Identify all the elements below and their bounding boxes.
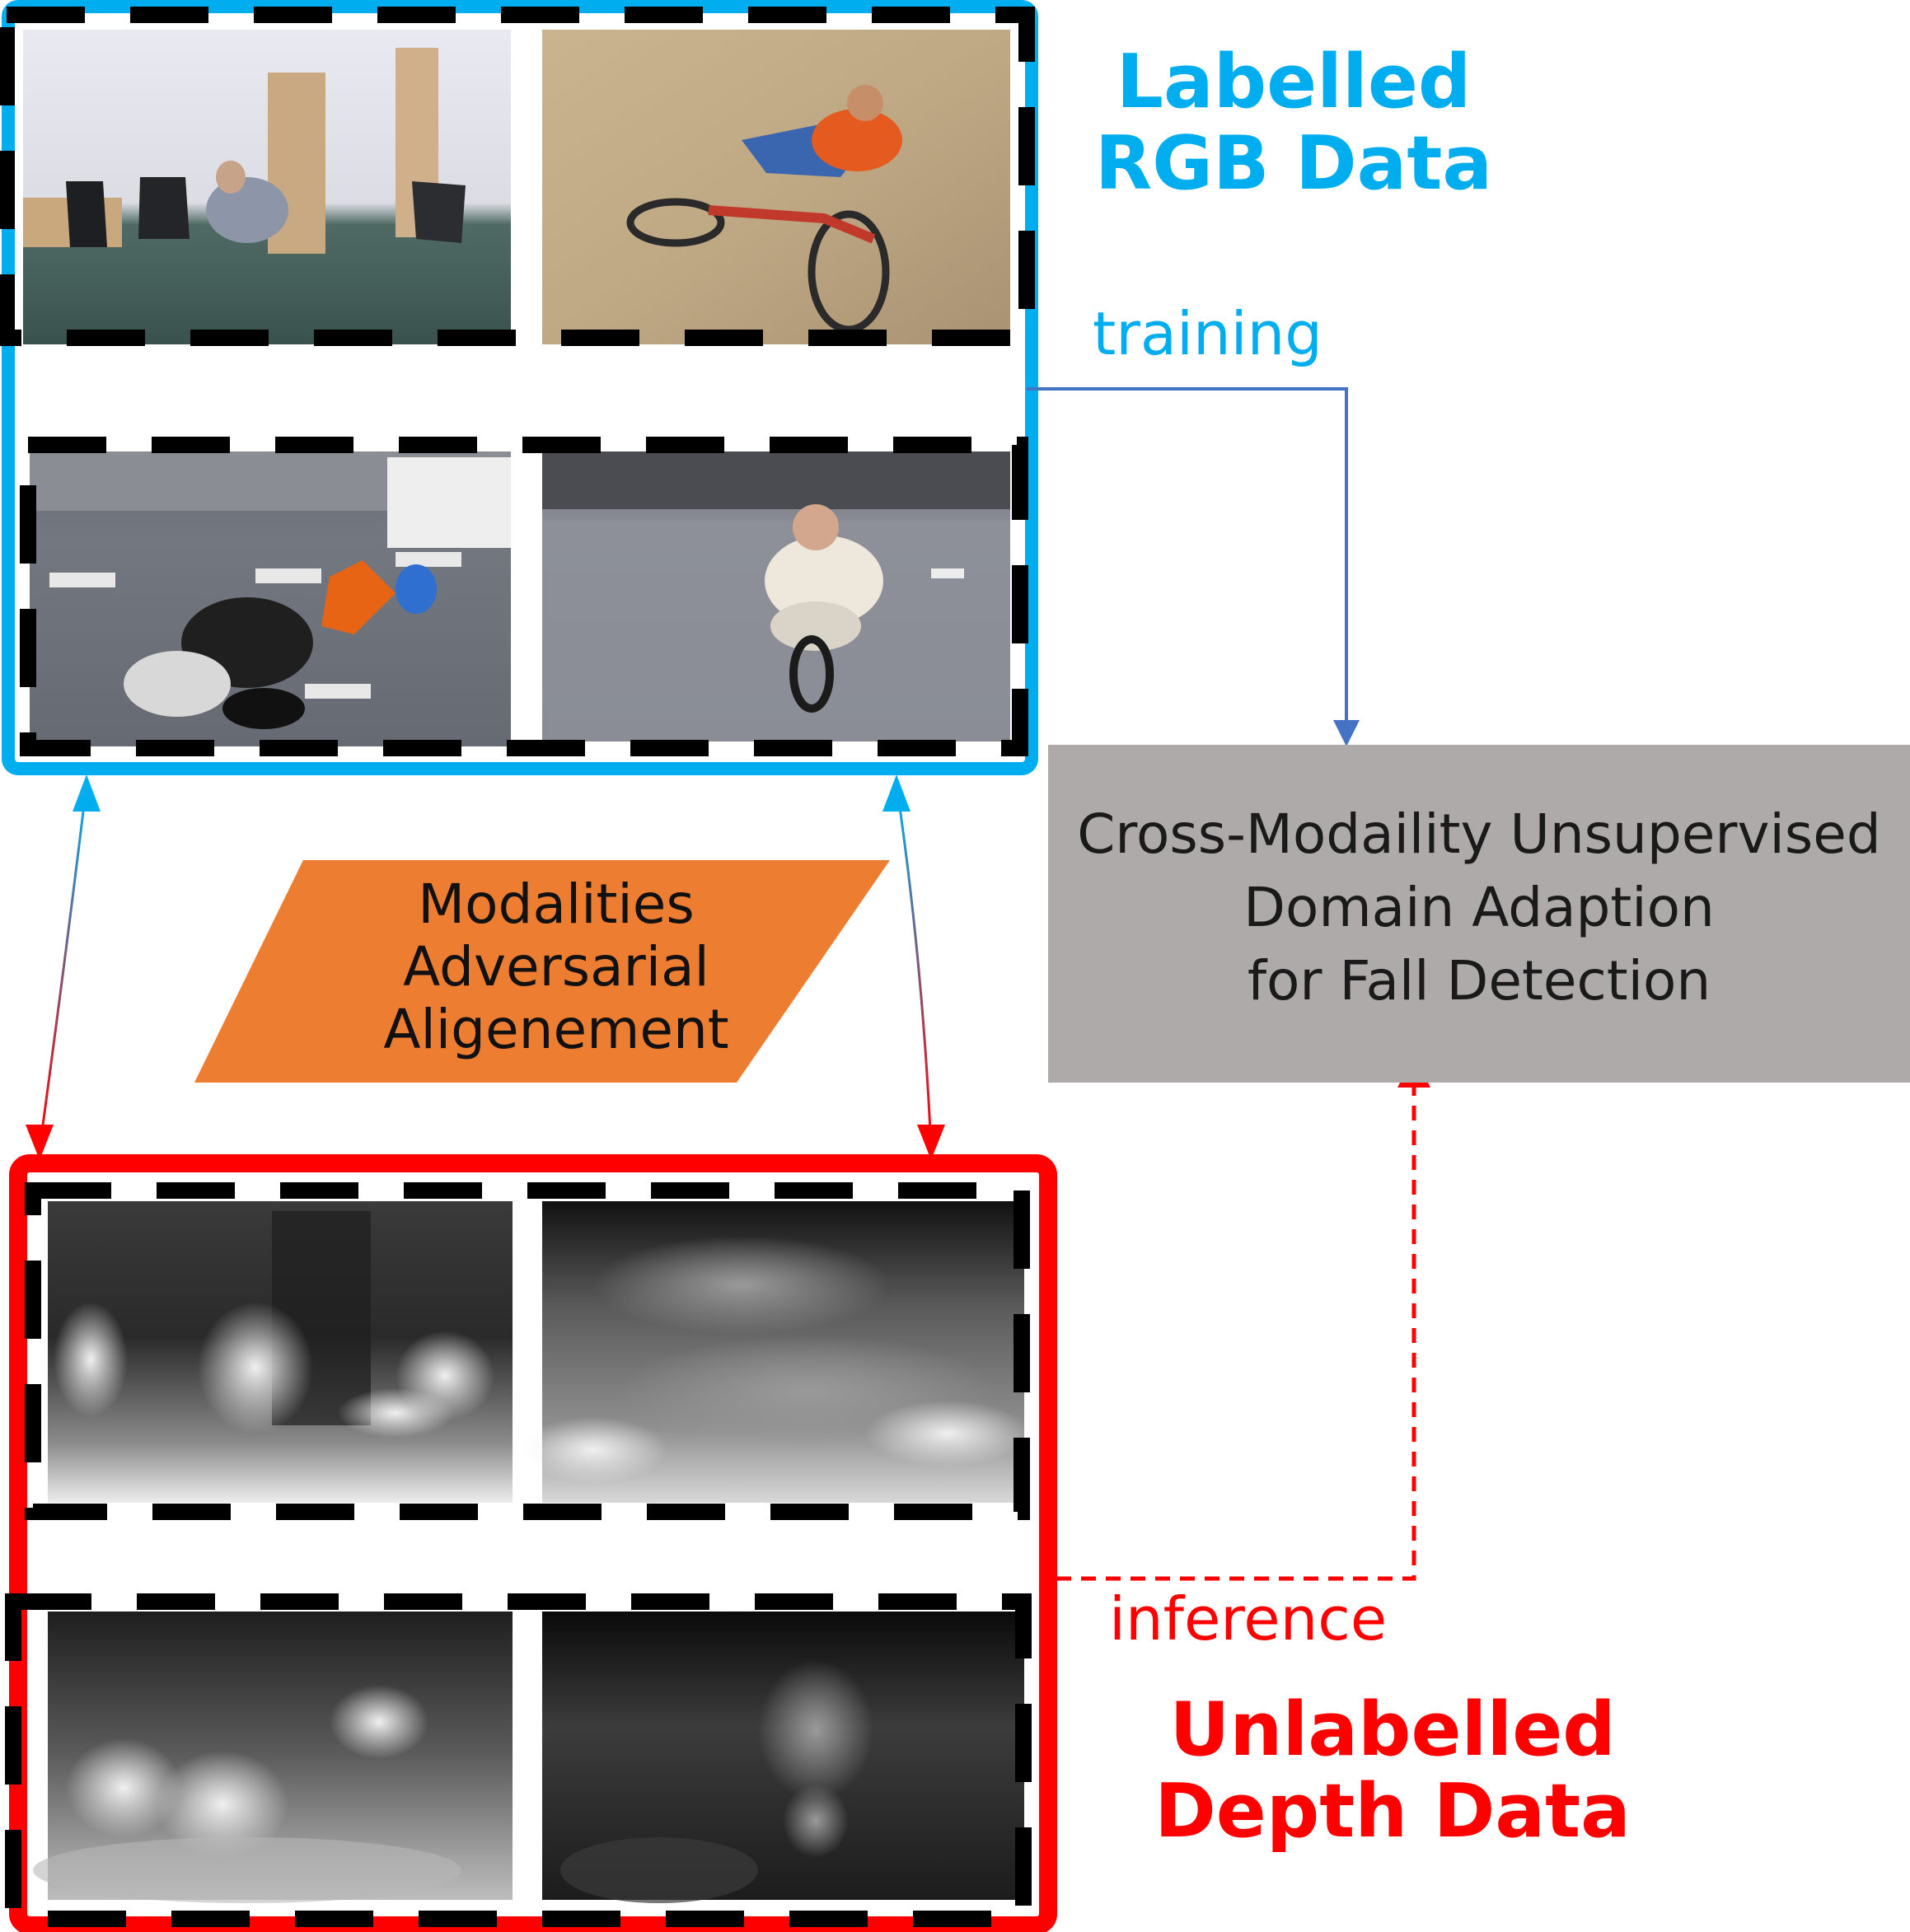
depth-image-office-fall — [48, 1201, 513, 1503]
model-box-line1: Cross-Modaility Unsupervised — [1077, 802, 1881, 866]
alignment-parallelogram — [194, 860, 890, 1083]
rgb-image-bicycle-fall — [542, 30, 1010, 344]
depth-image-grid — [33, 1201, 1030, 1903]
alignment-line2: Adversarial — [403, 934, 709, 999]
rgb-image-grid — [23, 30, 1010, 746]
inference-arrow — [1056, 1055, 1430, 1581]
alignment-arrow-right — [895, 784, 933, 1150]
alignment-label: Modalities Adversarial Aligenement — [363, 873, 750, 1061]
rgb-image-office-fall — [23, 30, 511, 344]
rgb-data-title-line2: RGB Data — [1094, 120, 1493, 207]
model-box-label: Cross-Modaility Unsupervised Domain Adap… — [1048, 798, 1910, 1017]
depth-bottom-dashed-group — [5, 1593, 1032, 1927]
model-box-line3: for Fall Detection — [1247, 949, 1711, 1013]
training-label: training — [1093, 299, 1322, 368]
alignment-arrow-left — [38, 784, 88, 1150]
rgb-bottom-dashed-group — [20, 437, 1028, 756]
rgb-data-title: Labelled RGB Data — [1071, 41, 1516, 204]
depth-data-title-line1: Unlabelled — [1169, 1686, 1616, 1773]
alignment-arrowhead-top-right — [882, 774, 911, 812]
rgb-image-child-balance-bike — [542, 451, 1010, 741]
model-box — [1048, 745, 1910, 1083]
training-arrow — [1027, 387, 1360, 746]
rgb-top-dashed-group — [0, 7, 1035, 346]
rgb-image-motorcycle-fall — [30, 451, 511, 746]
depth-image-motorcycle-fall — [33, 1612, 513, 1903]
alignment-line3: Aligenement — [383, 997, 729, 1061]
alignment-line1: Modalities — [418, 872, 695, 936]
alignment-arrowhead-bottom-left — [26, 1125, 54, 1160]
alignment-arrowhead-bottom-right — [917, 1125, 945, 1160]
depth-data-title-line2: Depth Data — [1154, 1768, 1631, 1855]
inference-label: inference — [1109, 1584, 1388, 1654]
model-box-line2: Domain Adaption — [1243, 876, 1715, 940]
depth-data-frame — [9, 1154, 1057, 1932]
alignment-arrowhead-top-left — [73, 774, 101, 812]
depth-image-bicycle-fall — [519, 1201, 1030, 1503]
depth-image-child-balance-bike — [542, 1612, 1024, 1903]
depth-top-dashed-group — [25, 1182, 1030, 1520]
rgb-data-title-line1: Labelled — [1116, 39, 1472, 125]
depth-data-title: Unlabelled Depth Data — [1137, 1689, 1648, 1852]
